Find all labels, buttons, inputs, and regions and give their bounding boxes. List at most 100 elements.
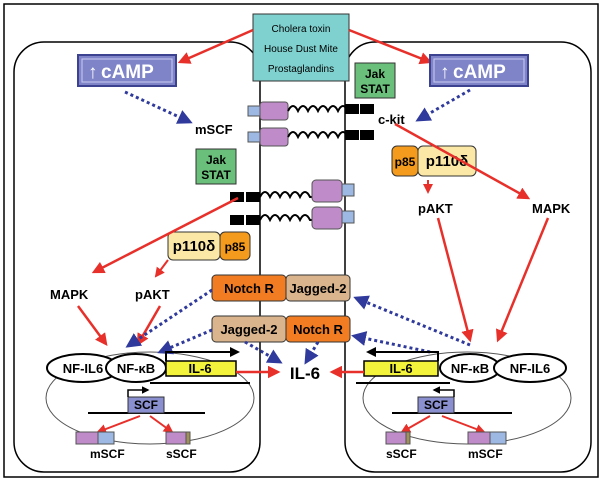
left-scf-gene-label: SCF bbox=[134, 398, 158, 412]
left-ckit-block-4 bbox=[246, 215, 260, 225]
left-nfil6-label: NF-IL6 bbox=[63, 361, 103, 376]
ckit-block-1 bbox=[345, 104, 359, 114]
mscf-top-1 bbox=[259, 101, 289, 121]
arrow-right-scf-to-sscf bbox=[400, 415, 431, 433]
arrow-left-scf-to-mscf bbox=[96, 415, 141, 434]
ckit-label: c-kit bbox=[378, 112, 405, 127]
right-scf-promoter-arrow bbox=[432, 386, 455, 397]
coil-top-1 bbox=[287, 105, 352, 114]
ckit-block-3 bbox=[345, 130, 359, 140]
dotted-right-to-jagged1 bbox=[353, 295, 471, 347]
right-scf-gene bbox=[417, 396, 455, 414]
secreted-il6-label: IL-6 bbox=[290, 364, 320, 383]
left-ckit-block-2 bbox=[246, 192, 260, 202]
left-p85-label: p85 bbox=[225, 240, 246, 254]
ckit-block-2 bbox=[360, 104, 374, 114]
left-pakt-label: pAKT bbox=[135, 287, 170, 302]
dotted-left-to-il6 bbox=[244, 340, 283, 364]
left-camp-label: cAMP bbox=[101, 62, 154, 83]
right-il6-promoter-arrow bbox=[366, 347, 439, 361]
right-camp-box: ↑ cAMP bbox=[429, 54, 529, 87]
left-cell bbox=[13, 41, 261, 473]
left-p85-box bbox=[219, 231, 251, 261]
coil-mid-1 bbox=[259, 191, 312, 200]
right-mscf-product-label: mSCF bbox=[468, 447, 503, 461]
left-mscf-product-label: mSCF bbox=[90, 447, 125, 461]
arrow-ckit-to-mapk bbox=[394, 122, 531, 200]
arrow-stimulus-to-left-camp bbox=[177, 28, 254, 64]
arrow-right-mapk-to-nucleus bbox=[496, 217, 550, 343]
mscf-mid-2 bbox=[311, 206, 343, 230]
left-stat-label: STAT bbox=[201, 168, 231, 182]
left-camp-box: ↑ cAMP bbox=[77, 54, 177, 87]
arrow-right-scf-to-mscf bbox=[441, 415, 486, 434]
notch-r-label-2: Notch R bbox=[293, 322, 343, 337]
right-pakt-label: pAKT bbox=[418, 201, 453, 216]
dotted-notch1-to-left-nucleus bbox=[125, 288, 213, 348]
coil-top-2 bbox=[287, 131, 352, 140]
left-ckit-block-1 bbox=[230, 192, 244, 202]
left-nucleus bbox=[45, 351, 255, 445]
right-scf-gene-label: SCF bbox=[424, 398, 448, 412]
right-mscf-product-blue bbox=[489, 431, 507, 445]
right-mscf-product-purple bbox=[467, 431, 491, 445]
right-sscf-product-label: sSCF bbox=[386, 447, 417, 461]
mscf-top-2 bbox=[259, 127, 289, 147]
left-il6-promoter-arrow bbox=[165, 347, 240, 361]
mscf-mid-1 bbox=[311, 179, 343, 203]
stimulus-house-dust-mite: House Dust Mite bbox=[264, 44, 338, 55]
outer-frame bbox=[3, 3, 599, 478]
right-p85-label: p85 bbox=[395, 155, 416, 169]
right-camp-label: cAMP bbox=[453, 62, 506, 83]
arrow-left-scf-to-sscf bbox=[149, 415, 174, 434]
left-mscf-label: mSCF bbox=[195, 122, 233, 137]
left-ckit-block-3 bbox=[230, 215, 244, 225]
right-il6-gene bbox=[363, 360, 439, 377]
right-nfkb-label: NF-κB bbox=[451, 361, 489, 376]
right-jak-stat-box bbox=[354, 62, 396, 99]
ckit-block-4 bbox=[360, 130, 374, 140]
mscf-mid-2-stem bbox=[341, 210, 355, 224]
left-camp-up-arrow: ↑ bbox=[88, 62, 98, 83]
left-p110-label: p110δ bbox=[173, 238, 215, 255]
left-il6-gene-label: IL-6 bbox=[188, 361, 211, 376]
left-mscf-product-purple bbox=[75, 431, 99, 445]
right-jak-label: Jak bbox=[365, 67, 385, 81]
left-il6-gene bbox=[165, 360, 237, 377]
left-sscf-product-tag bbox=[185, 431, 191, 445]
jagged-label-2: Jagged-2 bbox=[220, 322, 277, 337]
mscf-top-2-stem bbox=[247, 131, 261, 143]
right-nfil6 bbox=[493, 353, 567, 383]
arrow-left-pi3k-to-pakt bbox=[154, 259, 169, 278]
jagged-box-1 bbox=[285, 274, 351, 302]
dotted-camp-to-mscf bbox=[124, 90, 193, 124]
left-sscf-product-label: sSCF bbox=[166, 447, 197, 461]
right-mapk-label: MAPK bbox=[532, 201, 571, 216]
notch-r-label-1: Notch R bbox=[224, 281, 274, 296]
mscf-top-1-stem bbox=[247, 105, 261, 117]
arrow-left-mapk-to-nucleus bbox=[76, 305, 108, 347]
stimulus-prostaglandins: Prostaglandins bbox=[268, 64, 334, 75]
mscf-mid-1-stem bbox=[341, 183, 355, 197]
jagged-label-1: Jagged-2 bbox=[289, 281, 346, 296]
left-scf-gene bbox=[127, 396, 165, 414]
left-sscf-product bbox=[165, 431, 187, 445]
right-p110-box bbox=[417, 145, 477, 177]
left-jak-stat-box bbox=[195, 148, 237, 185]
right-camp-up-arrow: ↑ bbox=[440, 62, 450, 83]
left-jak-label: Jak bbox=[206, 153, 226, 167]
right-p110-label: p110δ bbox=[426, 153, 468, 170]
right-stat-label: STAT bbox=[360, 82, 390, 96]
stimulus-cholera-toxin: Cholera toxin bbox=[272, 24, 331, 35]
arrow-stimulus-to-right-camp bbox=[348, 28, 433, 65]
right-il6-gene-label: IL-6 bbox=[389, 361, 412, 376]
right-sscf-product bbox=[385, 431, 407, 445]
left-nfkb-label: NF-κB bbox=[117, 361, 155, 376]
right-nucleus bbox=[362, 351, 572, 445]
right-cell bbox=[344, 41, 592, 473]
left-mapk-label: MAPK bbox=[50, 287, 89, 302]
coil-mid-2 bbox=[259, 214, 312, 223]
dotted-camp-to-ckit bbox=[415, 88, 471, 122]
